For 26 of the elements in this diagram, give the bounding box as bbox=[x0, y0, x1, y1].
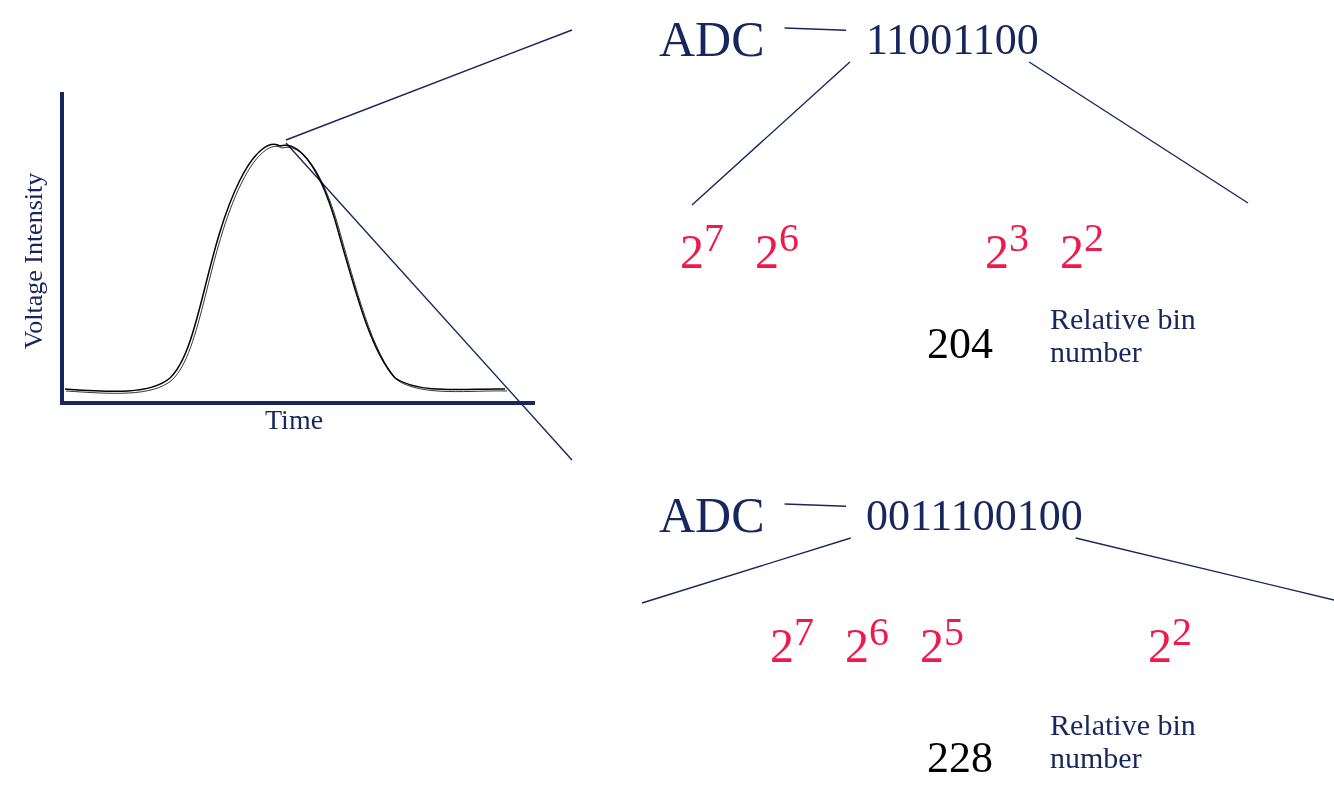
fan-line bbox=[1074, 537, 1334, 601]
power-of-two: 2$^{2}$ bbox=[1060, 218, 1104, 276]
connector-line bbox=[783, 503, 847, 507]
note-text: Relative bin number bbox=[1050, 302, 1197, 368]
power-of-two: 2$^{7}$ bbox=[770, 612, 814, 670]
binary-value: 11001100 bbox=[846, 18, 1039, 62]
note-text: Relative bin number bbox=[1050, 708, 1197, 774]
axis-label: Time bbox=[265, 406, 324, 434]
connector-line bbox=[783, 27, 847, 31]
fan-line bbox=[691, 61, 851, 206]
fan-line bbox=[641, 537, 852, 604]
adc-label: ADC bbox=[659, 14, 785, 64]
zoom-line bbox=[285, 142, 573, 461]
power-of-two: 2$^{7}$ bbox=[680, 218, 724, 276]
fan-line bbox=[1028, 61, 1249, 204]
zoom-line bbox=[285, 29, 573, 141]
power-of-two: 2$^{6}$ bbox=[845, 612, 889, 670]
bin-value: 204 bbox=[927, 322, 993, 366]
binary-value: 0011100100 bbox=[846, 494, 1083, 538]
power-of-two: 2$^{6}$ bbox=[755, 218, 799, 276]
adc-label: ADC bbox=[659, 490, 785, 540]
bin-value: 228 bbox=[927, 736, 993, 780]
power-of-two: 2$^{2}$ bbox=[1148, 612, 1192, 670]
axis-label: Voltage Intensity bbox=[21, 172, 48, 350]
power-of-two: 2$^{3}$ bbox=[985, 218, 1029, 276]
power-of-two: 2$^{5}$ bbox=[920, 612, 964, 670]
